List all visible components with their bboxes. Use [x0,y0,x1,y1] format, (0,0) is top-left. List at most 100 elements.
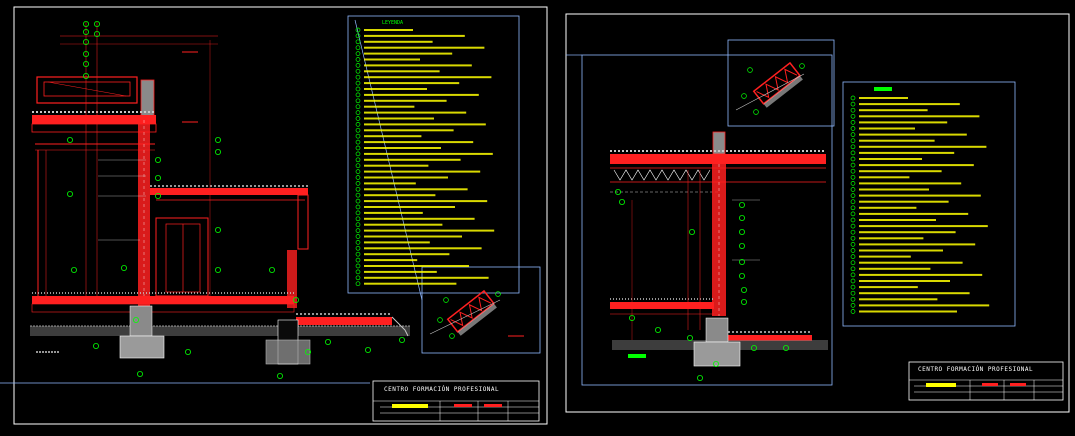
legend-item-marker [355,98,361,104]
legend-item-marker [850,187,856,192]
legend-item-text [859,304,990,307]
legend-item-marker [355,269,361,275]
legend-item-text [364,241,430,244]
legend-item-text [364,152,493,155]
legend-item-text [364,141,474,144]
legend-item-text [859,158,922,160]
legend-item-text [859,170,942,173]
legend-item-marker [355,163,361,169]
left-legend-list [355,27,495,287]
legend-item-text [859,298,938,301]
legend-item-text [364,105,415,108]
legend-item-text [364,217,475,220]
left-roof-detail [446,289,497,336]
legend-item-text [859,292,970,295]
legend-item-marker [355,186,361,192]
legend-item-marker [355,240,361,245]
legend-item-text [364,111,467,114]
legend-item-text [364,129,454,132]
legend-item-marker [355,63,361,68]
legend-item-text [364,170,481,173]
legend-item-marker [850,229,856,235]
legend-item-marker [355,74,361,80]
legend-item-text [364,88,427,90]
legend-item-marker [850,199,856,205]
legend-item-marker [850,290,856,296]
legend-item-marker [850,309,856,314]
legend-item-text [364,93,479,96]
legend-item-marker [355,157,361,163]
legend-item-text [859,115,980,118]
legend-item-text [364,200,488,203]
legend-item-marker [355,245,361,251]
legend-item-text [364,253,450,256]
legend-item-marker [355,257,361,263]
legend-item-marker [355,275,361,281]
legend-item-marker [355,210,361,216]
legend-item-marker [850,120,856,125]
legend-item-text [364,194,436,197]
left-legend-viewport [347,15,520,294]
legend-item-text [859,225,988,228]
legend-item-marker [355,68,361,74]
legend-item-text [364,123,486,126]
legend-item-text [364,229,495,232]
legend-item-marker [355,86,361,92]
legend-item-text [364,182,416,185]
legend-item-marker [355,33,361,39]
legend-item-marker [355,39,361,45]
legend-item-text [364,235,462,238]
legend-item-text [859,255,911,258]
legend-item-text [364,52,453,55]
legend-item-marker [850,223,856,229]
left-title-block [372,380,540,422]
legend-item-marker [850,248,856,253]
legend-item-marker [355,133,361,139]
legend-item-marker [355,127,361,133]
legend-item-text [364,259,418,262]
legend-item-marker [850,95,856,101]
legend-item-text [859,121,948,124]
legend-item-marker [850,242,856,247]
legend-item-marker [850,217,856,223]
legend-item-text [364,64,472,67]
legend-item-text [364,147,441,149]
left-section-drawing [30,22,410,365]
legend-item-text [859,164,974,167]
legend-item-text [364,40,433,43]
legend-item-text [364,99,447,102]
legend-item-text [859,188,929,191]
right-callout-markers [615,188,790,381]
right-section-drawing [610,131,828,367]
right-roof-detail [752,61,803,108]
legend-item-marker [850,101,856,107]
legend-item-marker [850,113,856,119]
legend-item-marker [355,263,361,269]
legend-item-text [859,200,949,203]
legend-item-text [364,211,423,214]
legend-item-marker [850,168,856,174]
legend-item-text [859,145,987,148]
legend-item-marker [355,281,361,287]
legend-item-text [859,139,935,142]
legend-item-marker [355,145,361,151]
legend-item-text [859,194,981,197]
legend-item-text [364,58,420,61]
legend-item-marker [355,228,361,233]
legend-item-marker [850,278,856,284]
legend-item-marker [355,181,361,186]
legend-item-marker [355,45,361,51]
legend-item-marker [850,211,856,217]
legend-item-marker [850,156,856,162]
legend-item-marker [850,193,856,198]
legend-item-text [364,135,422,138]
legend-item-marker [850,235,856,241]
legend-item-marker [850,284,856,290]
left-callout-markers [67,20,405,379]
left-detail-viewport [421,266,541,354]
legend-item-marker [850,138,856,144]
legend-item-marker [850,296,856,302]
legend-item-marker [850,272,856,278]
legend-item-text [859,103,960,106]
